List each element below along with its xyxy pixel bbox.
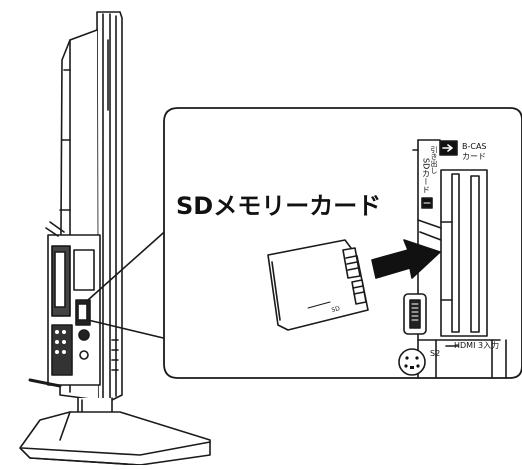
s2-label: S2 bbox=[430, 349, 440, 358]
arrow-right-icon bbox=[439, 140, 458, 156]
card-brand-label: SD bbox=[331, 305, 341, 314]
bcas-label: B-CAS bbox=[462, 142, 487, 151]
card-label: カード bbox=[462, 152, 486, 161]
sd-card-icon bbox=[267, 239, 369, 331]
tv-side-view bbox=[19, 11, 211, 466]
sd-card-title: SDメモリーカード bbox=[176, 192, 382, 220]
sd-vertical-label: SDカード bbox=[422, 158, 431, 193]
rear-vents bbox=[107, 39, 119, 371]
s-video-port-icon bbox=[398, 348, 426, 376]
hdmi-port-icon bbox=[403, 293, 427, 335]
power-cable bbox=[28, 378, 62, 388]
side-terminal-block bbox=[45, 221, 101, 386]
hdmi-label: HDMI 3入力 bbox=[454, 340, 499, 350]
insert-arrow-icon bbox=[371, 239, 441, 279]
terminal-detail bbox=[398, 139, 507, 379]
tv-stand bbox=[19, 397, 211, 466]
panel-text: B-CAS カード SDカード 引き出し HDMI 3入力 S2 SD bbox=[331, 142, 499, 358]
eject-vertical-label: 引き出し bbox=[430, 145, 438, 174]
